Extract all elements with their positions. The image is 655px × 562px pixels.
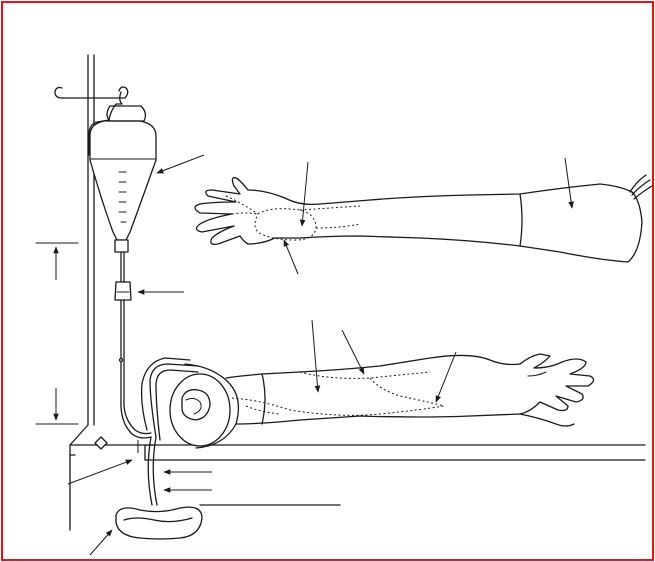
leader-hand-vein-bottom — [284, 240, 298, 274]
arm-model-upper — [195, 175, 652, 262]
lower-arm-leaders — [68, 320, 456, 490]
kidney-basin — [90, 507, 202, 555]
leader-arm-vein-2 — [342, 330, 364, 374]
lower-arm-cuff-line — [262, 374, 265, 424]
leader-arm-vein-1 — [312, 320, 318, 392]
arm-model-lower — [142, 354, 594, 505]
upper-arm-leaders — [138, 155, 572, 292]
infusion-tube — [115, 252, 151, 438]
drip-chamber — [115, 282, 131, 300]
leader-arm-vein-3 — [436, 352, 456, 402]
clamp-knob — [95, 437, 107, 449]
upper-hand-outline — [195, 178, 248, 245]
leader-base-clamp — [68, 460, 132, 484]
upper-arm-cuff-line — [520, 194, 522, 246]
hand-vein-region — [255, 209, 316, 240]
leader-basin — [90, 530, 112, 555]
arm-vein-line-2 — [300, 372, 430, 378]
lower-hand-outline — [520, 354, 594, 414]
height-dimension — [36, 243, 78, 424]
leader-hand-vein-top — [302, 162, 308, 226]
iv-bottle — [89, 92, 156, 252]
leader-upper-cuff — [565, 158, 572, 208]
leader-bottle — [157, 155, 204, 173]
shoulder-opening — [182, 390, 210, 420]
